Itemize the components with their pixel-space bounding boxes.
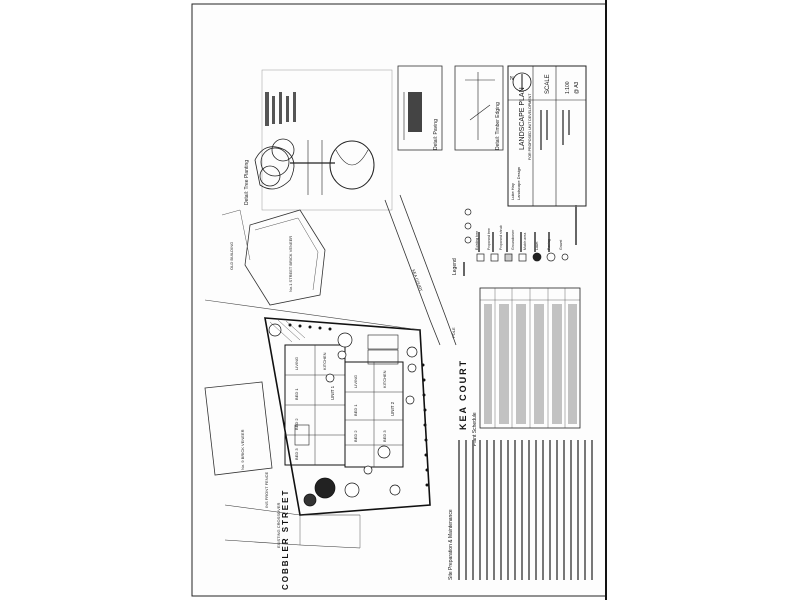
unit2-bed1: BED 1: [353, 404, 358, 416]
sheet-size: @ A3: [574, 81, 580, 94]
tree-detail-heading: Detail: Tree Planting: [244, 160, 250, 205]
paving-detail: Detail: Paving: [397, 65, 443, 151]
legend-item-6: Paving: [547, 239, 551, 250]
legend-item-3: Groundcover: [511, 229, 515, 250]
neighbour-building-left: [204, 381, 273, 476]
paving-hatch: [269, 319, 306, 343]
title-block: LANDSCAPE PLAN FOR PROPOSED UNIT DEVELOP…: [507, 65, 587, 207]
tree-planting-detail: Detail: Tree Planting: [244, 69, 393, 211]
site-prep-heading: Site Preparation & Maintenance: [448, 509, 454, 580]
lot-boundary: [264, 317, 431, 516]
unit1-living: LIVING: [294, 357, 299, 370]
plant-schedule-table: Plant Schedule: [472, 287, 581, 446]
legend-item-7: Gravel: [559, 239, 563, 250]
unit2-bed2: BED 2: [353, 430, 358, 442]
neighbour-building-top: [244, 209, 326, 306]
legend-item-4: Mulch area: [523, 233, 527, 250]
pole-label: POLE: [451, 327, 456, 338]
unit2-bed3: BED 3: [382, 430, 387, 442]
designer-role: Landscape Design: [516, 167, 521, 200]
kea-court-label: KEA COURT: [458, 359, 468, 430]
neighbour-top-label: No.1 STREET BRICK VENEER: [288, 236, 293, 292]
unit1-kitchen: KITCHEN: [322, 352, 327, 370]
unit-2-footprint: LIVING KITCHEN BED 1 BED 2 BED 3 UNIT 2: [344, 361, 404, 468]
unit2-kitchen: KITCHEN: [382, 370, 387, 388]
car-space-2: [367, 349, 399, 365]
designer-name: Luke Hay: [510, 183, 515, 200]
scale-value: 1:100: [565, 81, 571, 94]
cobbler-street-label: COBBLER STREET: [281, 489, 290, 590]
crossover-label: EXISTING CROSSOVER: [276, 503, 281, 548]
plant-schedule-heading: Plant Schedule: [472, 412, 478, 446]
unit-1-footprint: LIVING KITCHEN BED 1 BED 2 BED 3 UNIT 1: [284, 344, 346, 466]
timber-edging-detail: Detail: Timber Edging: [454, 65, 504, 151]
unit1-bed1: BED 1: [294, 388, 299, 400]
north-arrow-icon: [512, 72, 532, 92]
front-fence-label: INS FRONT FENCE: [264, 472, 269, 508]
neighbour-left-label: No. 9 BRICK VENEER: [240, 429, 245, 470]
legend-item-5: Lawn: [535, 242, 539, 250]
shed-label: OLD BUILDING: [229, 242, 234, 270]
paving-detail-heading: Detail: Paving: [433, 119, 439, 150]
site-plan: No.1 STREET BRICK VENEER OLD BUILDING KE…: [204, 194, 468, 590]
groundcover-dots: [288, 323, 429, 487]
unit1-car: [294, 424, 310, 446]
shrub-planting: [268, 323, 418, 507]
legend-item-1: Proposed tree: [487, 228, 491, 250]
legend-item-2: Proposed shrub: [499, 225, 503, 250]
timber-detail-heading: Detail: Timber Edging: [495, 102, 501, 150]
unit1-bed3: BED 3: [294, 448, 299, 460]
car-space-1: [367, 334, 399, 350]
site-preparation-notes: Site Preparation & Maintenance: [448, 440, 593, 580]
unit2-label: UNIT 2: [390, 401, 395, 416]
unit1-bed2: BED 2: [294, 418, 299, 430]
legend-heading: Legend: [452, 258, 458, 275]
drawing-title: LANDSCAPE PLAN: [519, 87, 526, 150]
kea-court-road-label: KEA COURT: [411, 269, 424, 293]
legend-item-0: Existing tree: [475, 231, 479, 250]
unit1-label: UNIT 1: [330, 385, 335, 400]
legend: Legend: [452, 205, 577, 276]
unit2-living: LIVING: [353, 375, 358, 388]
north-label: N: [510, 76, 514, 82]
drawing-subtitle: FOR PROPOSED UNIT DEVELOPMENT: [528, 93, 532, 160]
scale-label: SCALE: [545, 74, 551, 94]
